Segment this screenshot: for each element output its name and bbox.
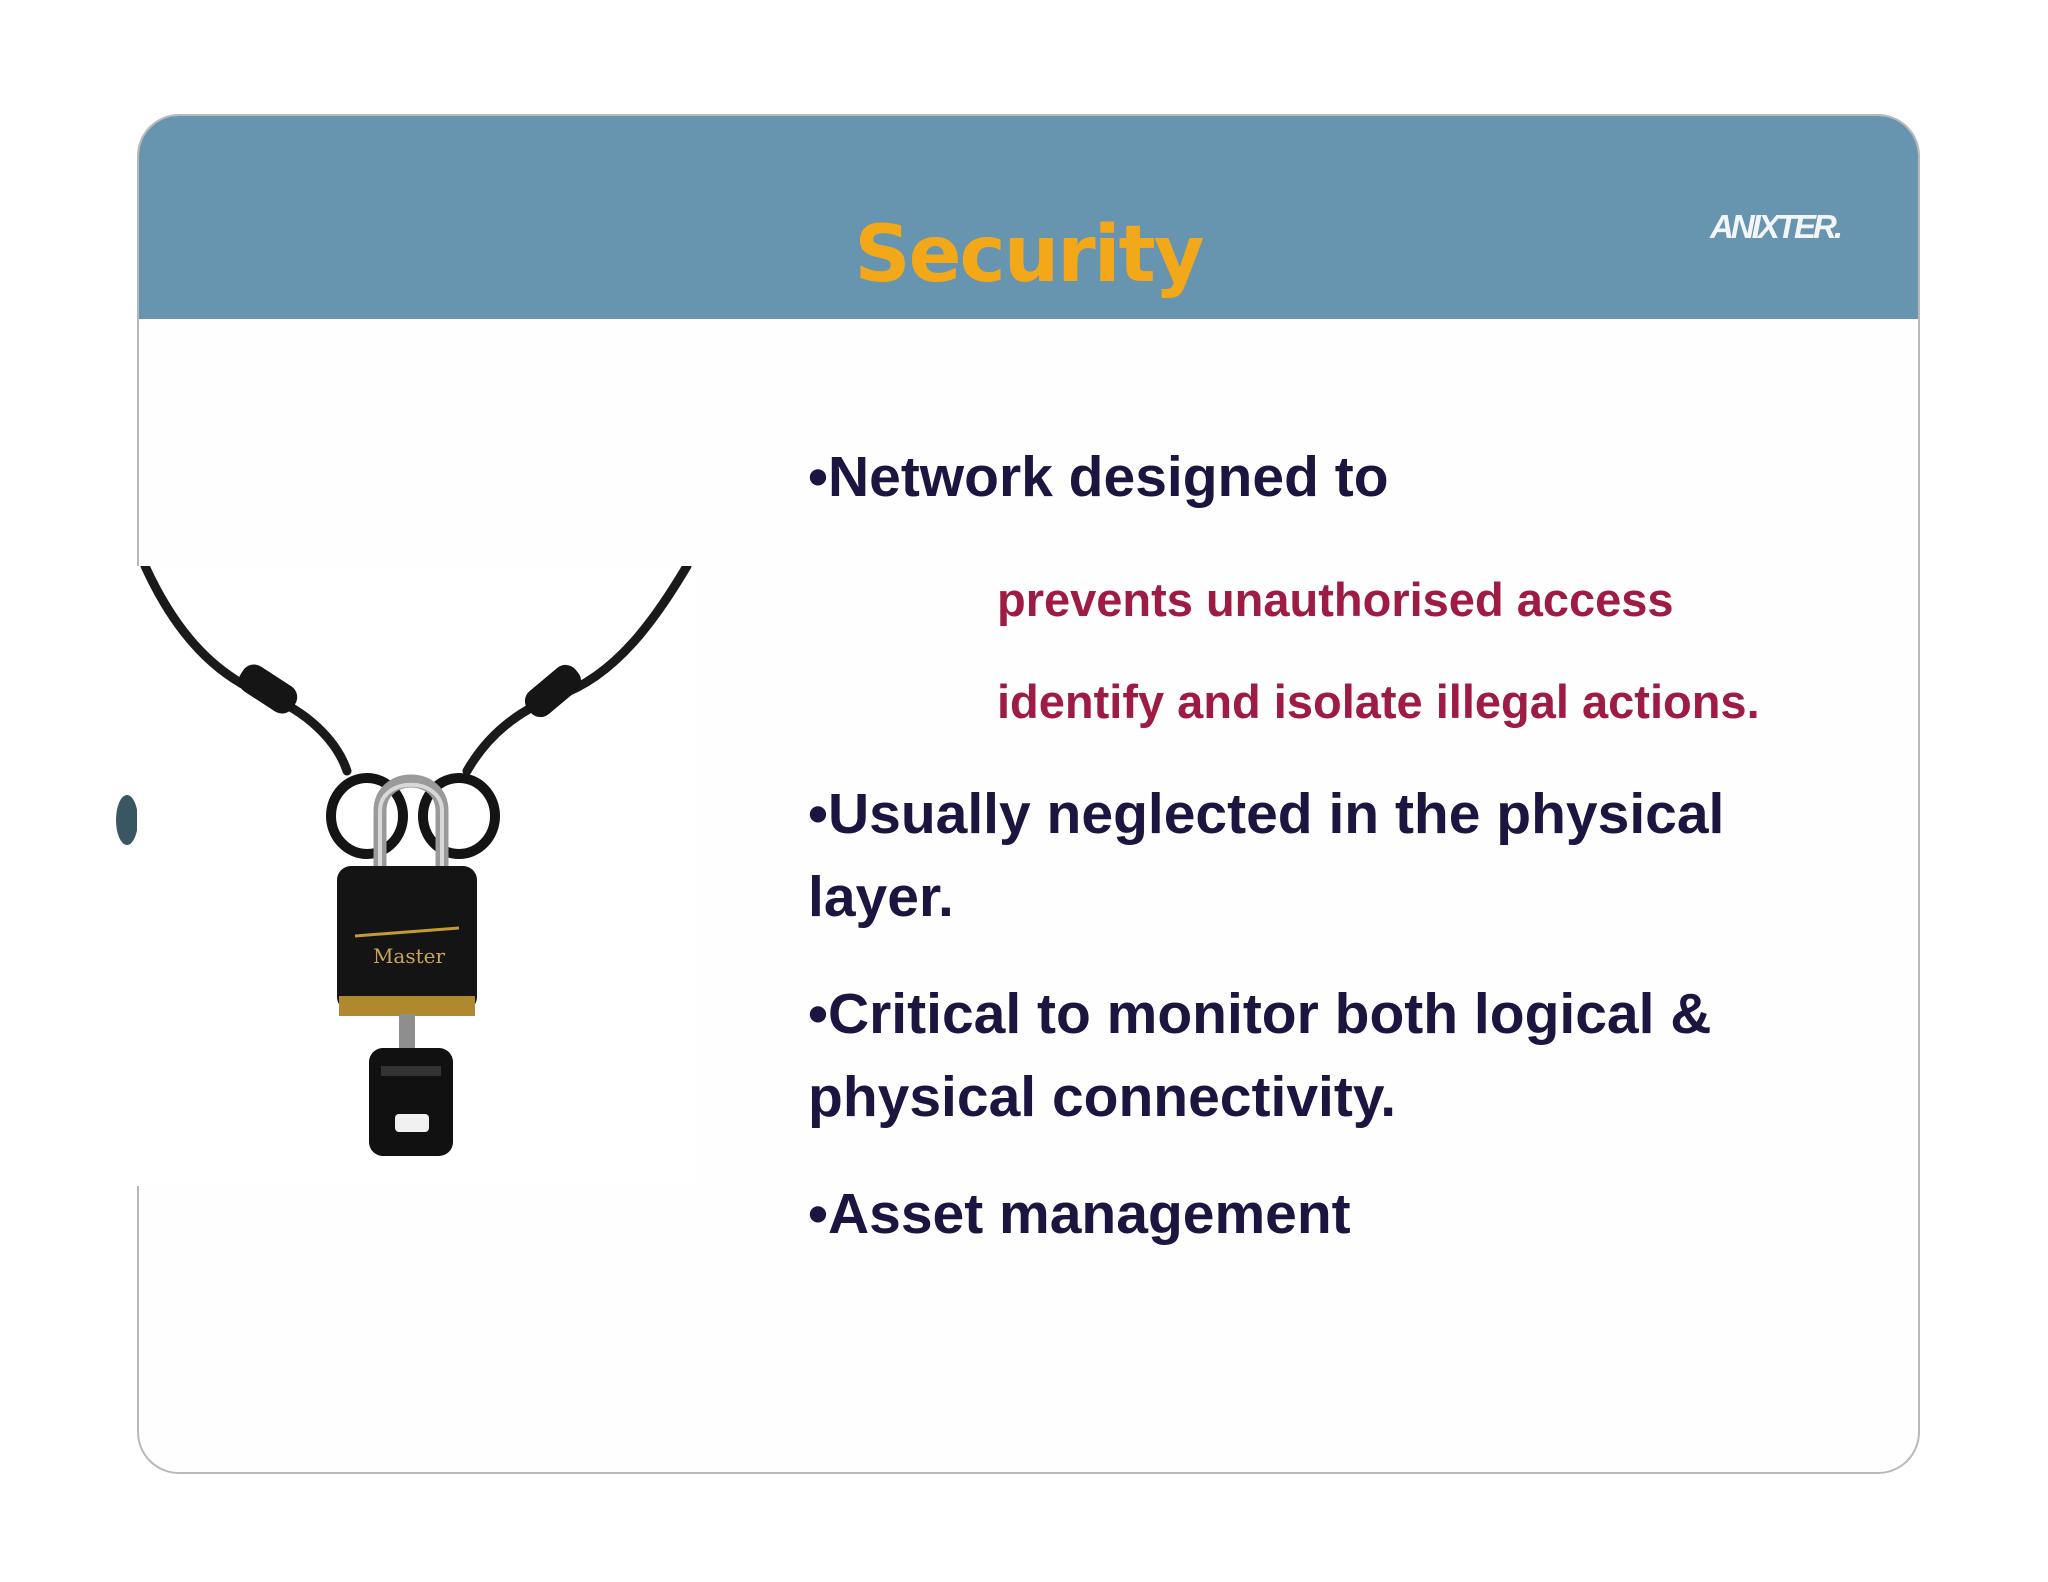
bullet-asset-management: •Asset management [808, 1182, 1351, 1246]
bullet-physical-layer: •Usually neglected in the physical layer… [808, 782, 1725, 929]
bullet-network-designed: •Network designed to [808, 445, 1389, 509]
anixter-logo: ANIXTER. [1709, 208, 1843, 245]
sub-point-unauthorised-access: prevents unauthorised access [997, 573, 1674, 626]
lock-brand-label: Master [373, 944, 446, 968]
sub-point-illegal-actions: identify and isolate illegal actions. [997, 675, 1760, 728]
header-band [139, 116, 1918, 319]
slide-title: Security [854, 210, 1204, 300]
bullet-logical-physical: •Critical to monitor both logical & phys… [808, 982, 1712, 1129]
padlock-cable-image: Master [137, 566, 697, 1186]
decorative-edge-mark [116, 795, 138, 845]
